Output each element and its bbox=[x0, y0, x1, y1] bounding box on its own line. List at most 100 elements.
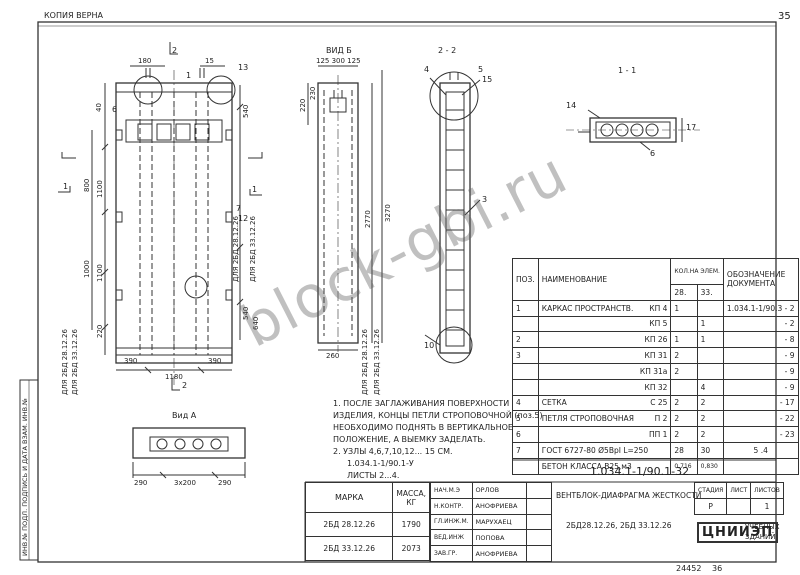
document-code: 1.034.1-1/90.1-32 bbox=[590, 465, 690, 478]
section-1-1-drawing bbox=[566, 109, 700, 151]
marker-1-right: 1 bbox=[252, 185, 258, 194]
dim-1180: 1180 bbox=[165, 373, 183, 381]
section-2-2-drawing bbox=[424, 71, 481, 364]
note-2b: 1.034.1-1/90.1-У bbox=[347, 459, 414, 468]
view-b-drawing bbox=[307, 65, 383, 352]
dim-va-290a: 290 bbox=[134, 479, 148, 487]
dim-va-290b: 290 bbox=[218, 479, 232, 487]
view-b-title: ВИД Б bbox=[326, 46, 352, 55]
dim-40: 40 bbox=[95, 103, 103, 112]
dim-1000: 1000 bbox=[83, 260, 91, 278]
specification-table: ПОЗ. НАИМЕНОВАНИЕ КОЛ.НА ЭЛЕМ. ОБОЗНАЧЕН… bbox=[512, 258, 799, 475]
note-1b: ИЗДЕЛИЯ, КОНЦЫ ПЕТЛИ СТРОПОВОЧНОЙ (поз.5… bbox=[333, 411, 543, 420]
marker-12: 12 bbox=[238, 214, 249, 223]
dim-vb-2770: 2770 bbox=[364, 210, 372, 228]
sheets-value: 1 bbox=[750, 497, 784, 515]
dim-220: 220 bbox=[96, 324, 104, 338]
copy-stamp: КОПИЯ ВЕРНА bbox=[44, 11, 103, 20]
label-vertical-4: ДЛЯ 2БД 33.12.26 bbox=[249, 216, 257, 282]
marker-3: 3 bbox=[482, 195, 488, 204]
spec-head-col1: 28. bbox=[670, 284, 698, 301]
table-row: ЗАВ.ГР.АНОФРИЕВА bbox=[430, 545, 552, 562]
view-a-title: Вид А bbox=[172, 411, 197, 420]
marker-5: 5 bbox=[478, 65, 484, 74]
footer-number-1: 24452 bbox=[676, 564, 702, 573]
spec-head-name: НАИМЕНОВАНИЕ bbox=[537, 258, 672, 301]
mass-head-mass: МАССА, КГ bbox=[392, 482, 430, 513]
spec-head-qty: КОЛ.НА ЭЛЕМ. bbox=[670, 258, 724, 285]
marker-2-top: 2 bbox=[172, 46, 178, 55]
marker-1-left: 1 bbox=[63, 182, 69, 191]
drawing-marks: 2БД28.12.26, 2БД 33.12.26 bbox=[566, 521, 672, 530]
marker-7: 7 bbox=[236, 204, 242, 213]
dim-1100b: 1100 bbox=[96, 264, 104, 282]
dim-vb-230: 230 bbox=[309, 86, 317, 100]
table-row: Н.КОНТР.АНОФРИЕВА bbox=[430, 497, 552, 515]
dim-800: 800 bbox=[83, 178, 91, 192]
stage-head: СТАДИЯ bbox=[693, 482, 728, 499]
dim-390a: 390 bbox=[124, 357, 138, 365]
spec-head-pos: ПОЗ. bbox=[512, 258, 539, 301]
drawing-title: ВЕНТБЛОК-ДИАФРАГМА ЖЕСТКОСТИ bbox=[556, 491, 702, 500]
front-view-drawing bbox=[58, 42, 263, 391]
marker-6b: 6 bbox=[650, 149, 656, 158]
marker-14: 14 bbox=[566, 101, 577, 110]
dim-390b: 390 bbox=[208, 357, 222, 365]
org-line-1: УЧЕБНЫХ bbox=[745, 523, 780, 531]
sheets-head: ЛИСТОВ bbox=[750, 482, 784, 499]
dim-540a: 540 bbox=[242, 104, 250, 118]
label-vertical-1: ДЛЯ 2БД 28.12.26 bbox=[61, 329, 69, 395]
marker-17: 17 bbox=[686, 123, 697, 132]
spec-head-doc: ОБОЗНАЧЕНИЕ ДОКУМЕНТА bbox=[722, 258, 799, 301]
org-logo: ЦНИИЭП bbox=[697, 522, 779, 543]
view-a-drawing bbox=[132, 427, 246, 479]
mass-head-mark: МАРКА bbox=[304, 482, 394, 513]
left-margin-label: ИНВ.№ ПОДЛ. ПОДПИСЬ И ДАТА ВЗАМ. ИНВ.№ bbox=[21, 398, 29, 556]
section-2-2-title: 2 - 2 bbox=[438, 46, 457, 55]
label-vertical-6: ДЛЯ 2БД 33.12.26 bbox=[373, 329, 381, 395]
label-vertical-3: ДЛЯ 2БД 28.12.26 bbox=[232, 216, 240, 282]
sheet-value bbox=[726, 497, 752, 515]
note-2a: 2. УЗЛЫ 4,6,7,10,12... 15 СМ. bbox=[333, 447, 453, 456]
note-2c: ЛИСТЫ 2...4. bbox=[347, 471, 400, 480]
marker-15: 15 bbox=[482, 75, 493, 84]
label-vertical-2: ДЛЯ 2БД 33.12.26 bbox=[71, 329, 79, 395]
dim-180: 180 bbox=[138, 57, 152, 65]
spec-head-col2: 33. bbox=[696, 284, 724, 301]
marker-2-bot: 2 bbox=[182, 381, 188, 390]
table-row: ГЛ.ИНЖ.М.МАРУХАЕЦ bbox=[430, 513, 552, 531]
note-1a: 1. ПОСЛЕ ЗАГЛАЖИВАНИЯ ПОВЕРХНОСТИ bbox=[333, 399, 510, 408]
dim-vb-220: 220 bbox=[299, 98, 307, 112]
note-1c: НЕОБХОДИМО ПОДНЯТЬ В ВЕРТИКАЛЬНОЕ bbox=[333, 423, 513, 432]
marker-4: 4 bbox=[424, 65, 430, 74]
stage-value: Р bbox=[693, 497, 728, 515]
footer-number-2: 36 bbox=[712, 564, 723, 573]
org-line-2: ЗДАНИЙ bbox=[745, 533, 776, 541]
dim-vb-260: 260 bbox=[326, 352, 340, 360]
label-vertical-5: ДЛЯ 2БД 28.12.26 bbox=[361, 329, 369, 395]
marker-13: 13 bbox=[238, 63, 249, 72]
dim-va-3x200: 3x200 bbox=[174, 479, 196, 487]
marker-1-top: 1 bbox=[186, 71, 192, 80]
section-1-1-title: 1 - 1 bbox=[618, 66, 637, 75]
dim-15: 15 bbox=[205, 57, 214, 65]
marker-6: 6 bbox=[112, 105, 118, 114]
page-number: 35 bbox=[778, 11, 791, 22]
